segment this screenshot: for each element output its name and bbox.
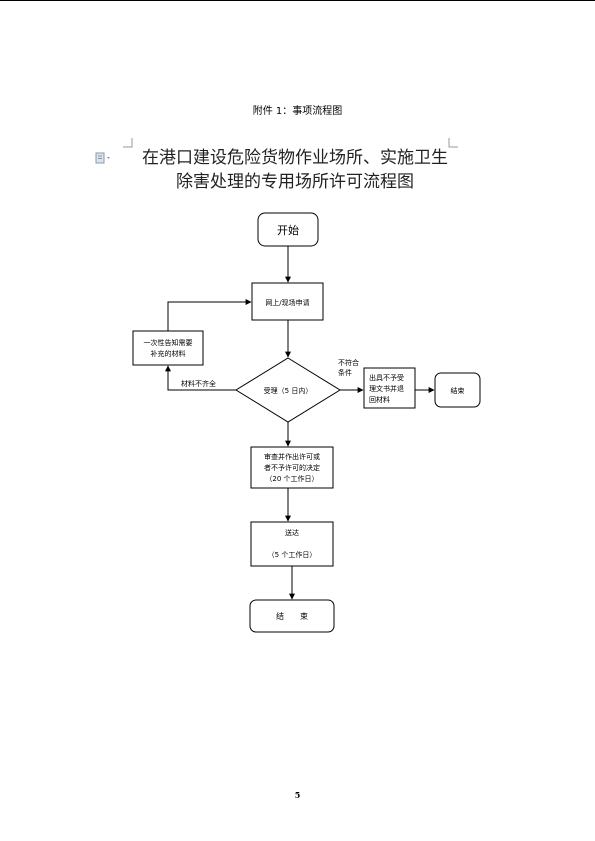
reject-node — [363, 367, 416, 409]
notify-node-line-1: 一次性告知需要 — [144, 338, 193, 347]
incomplete-materials-label: 材料不齐全 — [181, 379, 216, 388]
deliver-node-line-2: （5 个工作日） — [268, 550, 317, 559]
start-node-label: 开始 — [277, 223, 299, 237]
reject-node-line-1: 出具不予受 — [369, 373, 404, 382]
arrow-accept-to-notify — [165, 365, 236, 391]
apply-node — [251, 282, 324, 321]
accept-decision-label: 受理（5 日内） — [264, 386, 313, 395]
not-qualified-line-2: 条件 — [338, 368, 352, 377]
title-line-2: 除害处理的专用场所许可流程图 — [176, 172, 414, 192]
notify-node — [132, 330, 204, 366]
deliver-node-line-1: 送达 — [285, 528, 299, 537]
end-final-node-label: 结 束 — [276, 611, 308, 621]
deliver-node — [250, 521, 334, 567]
review-node-line-3: （20 个工作日） — [265, 474, 318, 483]
review-node-line-2: 者不予许可的决定 — [264, 463, 320, 472]
corner-mark-left — [123, 138, 133, 148]
end-final-node — [249, 599, 335, 633]
review-node-line-1: 审查并作出许可或 — [264, 452, 320, 461]
title-line-1: 在港口建设危险货物作业场所、实施卫生 — [142, 148, 448, 168]
reject-node-line-2: 理文书并退 — [369, 384, 404, 393]
page-title: 在港口建设危险货物作业场所、实施卫生 除害处理的专用场所许可流程图 — [140, 146, 450, 194]
end-reject-node-label: 结束 — [451, 386, 465, 395]
corner-mark-right — [448, 138, 458, 148]
end-reject-node — [434, 372, 481, 408]
arrow-notify-to-apply — [167, 299, 252, 331]
reject-node-line-3: 回材料 — [369, 395, 390, 404]
apply-node-label: 网上/现场申请 — [265, 298, 309, 307]
notify-node-line-2: 补充的材料 — [151, 349, 186, 358]
document-icon — [95, 152, 110, 164]
attachment-heading: 附件 1：事项流程图 — [252, 106, 343, 117]
review-node — [250, 446, 334, 489]
not-qualified-line-1: 不符合 — [338, 358, 359, 367]
page-number: 5 — [294, 790, 301, 800]
top-border-line — [0, 0, 595, 1]
